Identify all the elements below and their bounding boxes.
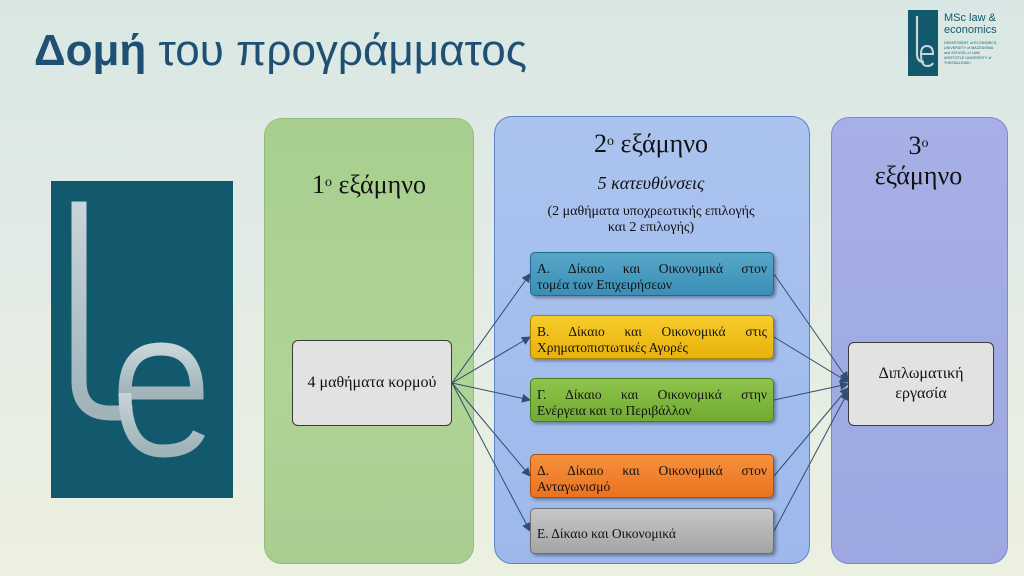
track-c-box: Γ. Δίκαιο και Οικονομικά στην Ενέργεια κ… [530,378,774,422]
semester-1-heading: 1ο εξάμηνο [312,170,426,199]
track-b-line1: Β. Δίκαιο και Οικονομικά στις [537,323,767,339]
track-a-box: Α. Δίκαιο και Οικονομικά στον τομέα των … [530,252,774,296]
logo-subtitle: DEPARTMENT of ECONOMICS, UNIVERSITY of M… [944,41,998,65]
page-title-rest: του προγράμματος [146,26,527,75]
program-logo: MSc law & economics DEPARTMENT of ECONOM… [908,10,1018,78]
page-title-bold: Δομή [34,26,147,75]
track-a-line1: Α. Δίκαιο και Οικονομικά στον [537,260,767,276]
semester-3-panel [831,117,1008,564]
tracks-label: 5 κατευθύνσεις [597,173,705,193]
semester-2-heading: 2ο εξάμηνο [594,129,708,158]
track-b-line2: Χρηματοπιστωτικές Αγορές [537,339,688,355]
logo-name: MSc law & economics [944,12,997,36]
track-a-line2: τομέα των Επιχειρήσεων [537,276,673,292]
page-title: Δομή του προγράμματος [34,26,527,76]
track-d-box: Δ. Δίκαιο και Οικονομικά στον Ανταγωνισμ… [530,454,774,498]
track-d-line1: Δ. Δίκαιο και Οικονομικά στον [537,462,767,478]
tracks-note: (2 μαθήματα υποχρεωτικής επιλογής και 2 … [547,204,755,235]
track-d-line2: Ανταγωνισμό [537,478,611,494]
track-c-line1: Γ. Δίκαιο και Οικονομικά στην [537,386,767,402]
le-monogram-logo [51,181,233,498]
thesis-box: Διπλωματική εργασία [848,342,994,426]
track-e-box: Ε. Δίκαιο και Οικονομικά [530,508,774,554]
track-c-line2: Ενέργεια και το Περιβάλλον [537,402,692,418]
track-e-line1: Ε. Δίκαιο και Οικονομικά [537,525,676,541]
core-courses-box: 4 μαθήματα κορμού [292,340,452,426]
le-monogram-small-logo [908,10,938,76]
track-b-box: Β. Δίκαιο και Οικονομικά στις Χρηματοπισ… [530,315,774,359]
